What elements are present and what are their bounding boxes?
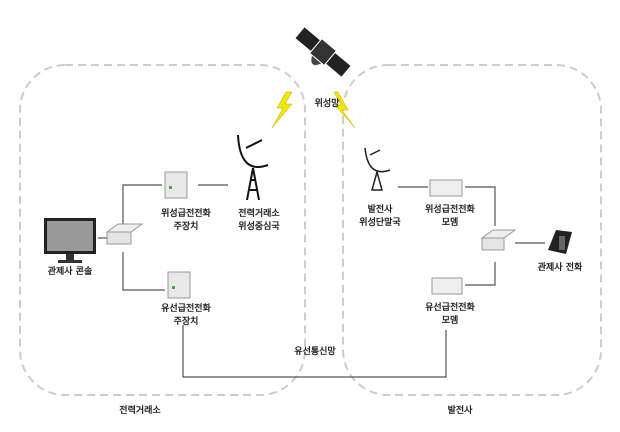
connection-lines	[98, 184, 545, 378]
label-line: 위성단말국	[359, 218, 401, 228]
region-left-label: 전력거래소	[119, 406, 161, 416]
satellite-network-label: 위성망	[314, 99, 340, 109]
label-line: 주장치	[173, 222, 199, 232]
label-line: 위성급전전화	[425, 205, 475, 215]
wired-network-label: 유선통신망	[294, 347, 336, 357]
satellite-icon	[295, 27, 351, 77]
phone-icon	[548, 230, 572, 254]
phone-label: 관제사 전화	[537, 263, 583, 273]
label-line: 발전사	[367, 205, 393, 215]
console-label: 관제사 콘솔	[47, 267, 93, 277]
label-line: 위성급전전화	[161, 209, 211, 219]
sat-modem-icon	[429, 179, 463, 197]
label-line: 유선급전전화	[161, 304, 211, 314]
region-right-boundary	[342, 64, 602, 396]
monitor-icon	[44, 218, 96, 263]
lightning-icon-left	[271, 91, 293, 129]
lightning-icon-right	[333, 91, 356, 129]
switch-icon-right	[480, 229, 517, 251]
label-line: 전력거래소	[238, 209, 280, 219]
label-line: 모뎀	[441, 316, 459, 326]
sat-main-unit-icon	[164, 171, 188, 199]
satellite-dish-terminal-icon	[364, 147, 391, 191]
label-line: 모뎀	[441, 218, 459, 228]
wired-main-unit-icon	[167, 271, 191, 299]
switch-icon-left	[105, 223, 144, 245]
label-line: 주장치	[173, 317, 199, 327]
wired-modem-icon	[431, 277, 463, 295]
label-line: 유선급전전화	[425, 303, 475, 313]
region-left-boundary	[19, 64, 306, 396]
label-line: 위성중심국	[238, 222, 280, 232]
satellite-dish-tower-icon	[237, 134, 269, 201]
region-right-label: 발전사	[447, 406, 473, 416]
